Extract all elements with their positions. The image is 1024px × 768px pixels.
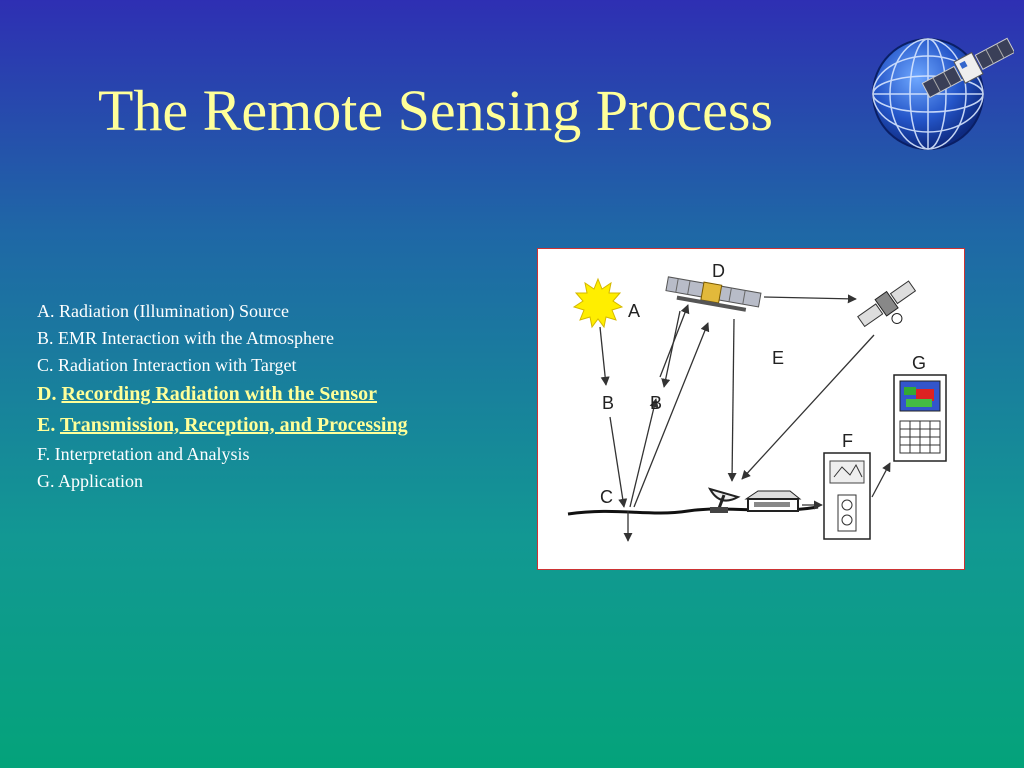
antenna-dish-icon [707,487,741,513]
process-steps-list: A. Radiation (Illumination) Source B. EM… [37,298,527,495]
globe-satellite-icon [872,37,1014,150]
label-d: D [712,261,725,281]
step-e-link[interactable]: Transmission, Reception, and Processing [59,414,408,436]
step-d: D. Recording Radiation with the Sensor [37,383,378,405]
step-c: C. Radiation Interaction with Target [37,355,297,375]
ground-station-icon [744,490,802,512]
label-b-1: B [602,393,614,413]
label-a: A [628,301,640,321]
relay-satellite-icon [857,280,917,328]
label-b-2: B [650,393,662,413]
step-e: E. Transmission, Reception, and Processi… [37,414,408,436]
label-c: C [600,487,613,507]
satellite-sensor-icon [665,276,762,312]
label-e: E [772,348,784,368]
label-f: F [842,431,853,451]
remote-sensing-diagram: A B B C D E F G [537,248,965,570]
step-b: B. EMR Interaction with the Atmosphere [37,328,334,348]
step-g: G. Application [37,471,143,491]
application-box [893,374,947,462]
slide-title: The Remote Sensing Process [98,78,773,143]
step-f: F. Interpretation and Analysis [37,444,250,464]
sun-icon [572,277,624,329]
step-d-link[interactable]: Recording Radiation with the Sensor [61,383,378,405]
interpretation-box [823,452,871,540]
label-g: G [912,353,926,373]
step-a: A. Radiation (Illumination) Source [37,301,289,321]
